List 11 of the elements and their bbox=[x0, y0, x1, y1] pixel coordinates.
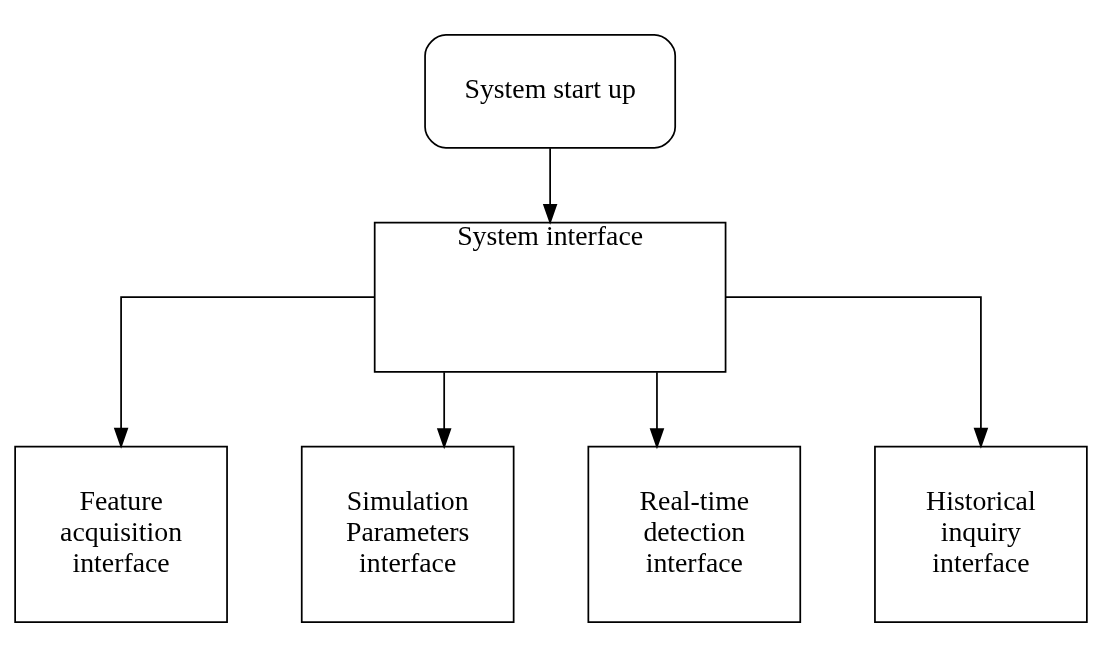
node-box: System interface bbox=[373, 221, 727, 373]
arrow bbox=[436, 370, 452, 449]
arrow bbox=[542, 146, 558, 225]
node-box: Simulation Parameters interface bbox=[300, 445, 515, 623]
arrow bbox=[113, 295, 376, 449]
node-box: Real-time detection interface bbox=[587, 445, 802, 623]
node-box: Historical inquiry interface bbox=[874, 445, 1088, 623]
node-box: Feature acquisition interface bbox=[14, 445, 228, 623]
arrow bbox=[725, 295, 989, 449]
arrow bbox=[649, 370, 665, 449]
node-box: System start up bbox=[424, 33, 677, 149]
